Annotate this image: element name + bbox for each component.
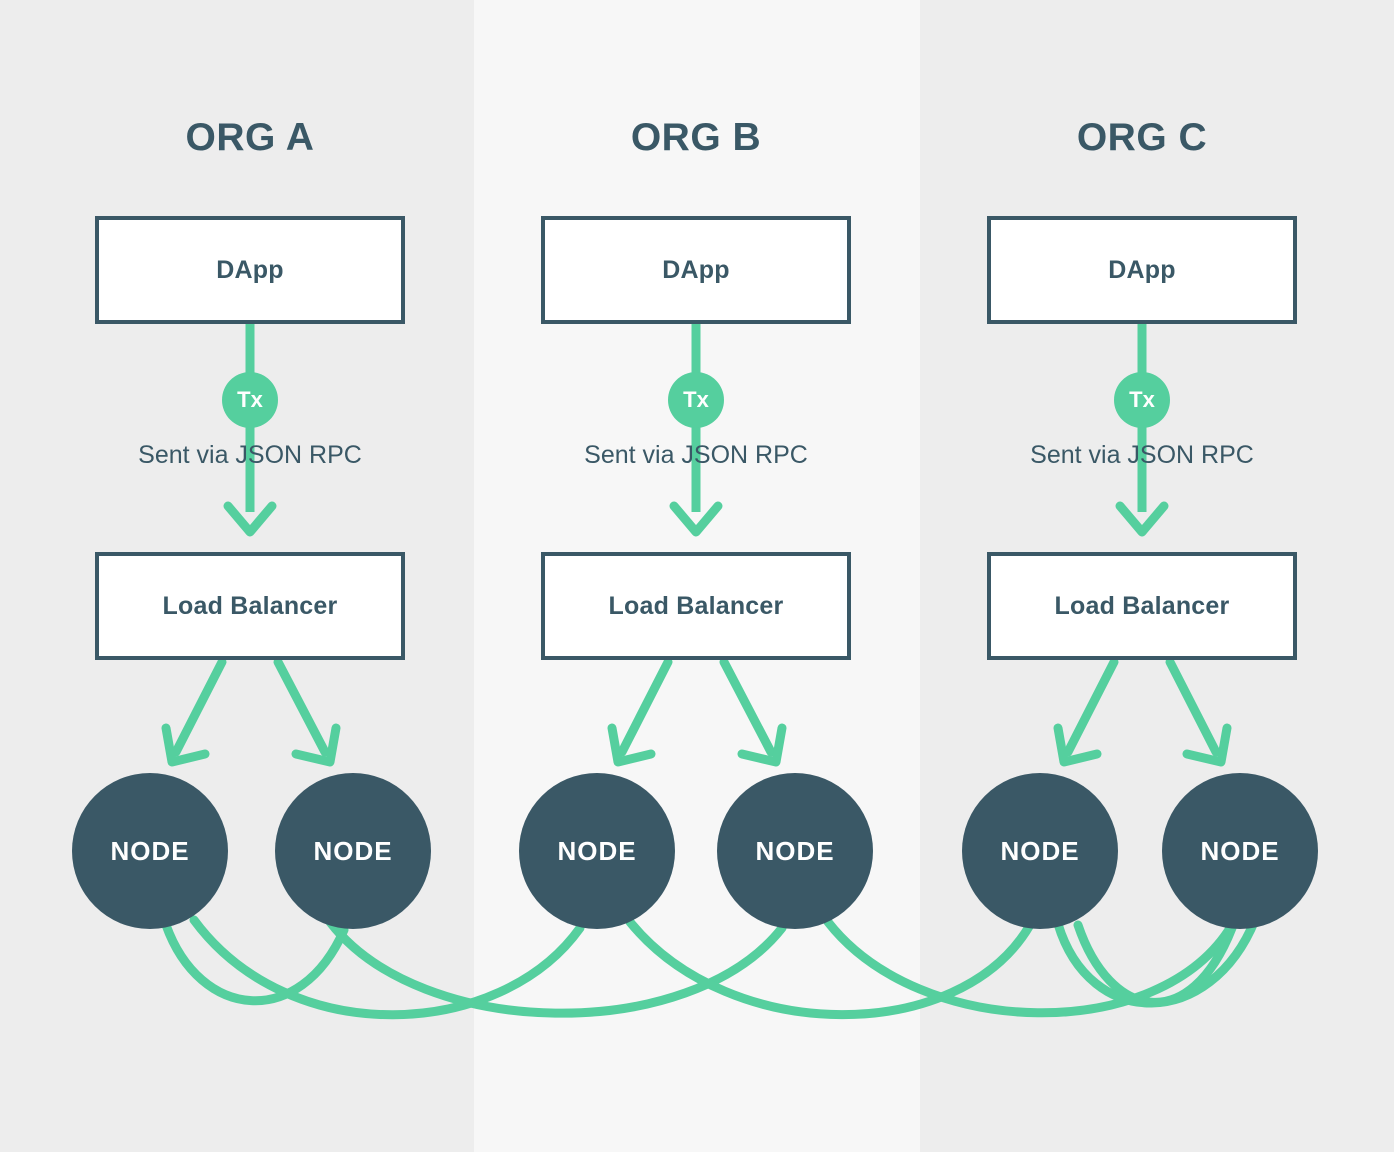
load-balancer-label-c: Load Balancer <box>1054 591 1230 620</box>
balancer-to-node-a2 <box>273 657 330 757</box>
dapp-label-a: DApp <box>216 255 284 284</box>
arrowhead-down-c <box>1115 501 1169 537</box>
arrowhead-node-a1 <box>161 723 210 767</box>
rpc-label-b: Sent via JSON RPC <box>584 441 808 469</box>
arrowhead-node-a2 <box>291 723 341 767</box>
rpc-label-c: Sent via JSON RPC <box>1030 441 1254 469</box>
dapp-label-c: DApp <box>1108 255 1176 284</box>
org-title-b: ORG B <box>630 116 762 159</box>
load-balancer-box-c[interactable]: Load Balancer <box>987 552 1297 660</box>
balancer-to-node-a1 <box>171 657 227 757</box>
peer-link-n5-n6-outer <box>1053 915 1260 1008</box>
tx-badge-a: Tx <box>222 372 278 428</box>
tx-badge-c: Tx <box>1114 372 1170 428</box>
tx-badge-b: Tx <box>668 372 724 428</box>
node-circle-c1[interactable]: NODE <box>962 773 1118 929</box>
node-label-b2: NODE <box>755 835 835 866</box>
rpc-label-a: Sent via JSON RPC <box>138 441 362 469</box>
dapp-box-b[interactable]: DApp <box>541 216 851 324</box>
node-circle-a2[interactable]: NODE <box>275 773 431 929</box>
dapp-box-c[interactable]: DApp <box>987 216 1297 324</box>
balancer-to-node-c1 <box>1063 657 1119 757</box>
arrowhead-down-a <box>223 501 277 537</box>
node-label-a1: NODE <box>110 835 190 866</box>
node-circle-a1[interactable]: NODE <box>72 773 228 929</box>
node-circle-c2[interactable]: NODE <box>1162 773 1318 929</box>
peer-link-n5-n6 <box>1073 920 1237 1007</box>
load-balancer-box-b[interactable]: Load Balancer <box>541 552 851 660</box>
node-label-a2: NODE <box>313 835 393 866</box>
dapp-box-a[interactable]: DApp <box>95 216 405 324</box>
arrowhead-node-c1 <box>1053 723 1102 767</box>
dapp-label-b: DApp <box>662 255 730 284</box>
org-title-c: ORG C <box>1076 116 1208 159</box>
org-title-a: ORG A <box>185 116 315 159</box>
node-label-c1: NODE <box>1000 835 1080 866</box>
node-circle-b1[interactable]: NODE <box>519 773 675 929</box>
node-label-b1: NODE <box>557 835 637 866</box>
balancer-to-node-c2 <box>1165 657 1221 757</box>
load-balancer-label-a: Load Balancer <box>162 591 338 620</box>
tx-label-b: Tx <box>683 387 709 412</box>
arrowhead-node-c2 <box>1182 723 1232 767</box>
load-balancer-box-a[interactable]: Load Balancer <box>95 552 405 660</box>
node-circle-b2[interactable]: NODE <box>717 773 873 929</box>
node-label-c2: NODE <box>1200 835 1280 866</box>
tx-label-a: Tx <box>237 387 263 412</box>
load-balancer-label-b: Load Balancer <box>608 591 784 620</box>
tx-label-c: Tx <box>1129 387 1155 412</box>
peer-link-n1-n2 <box>161 920 349 1006</box>
